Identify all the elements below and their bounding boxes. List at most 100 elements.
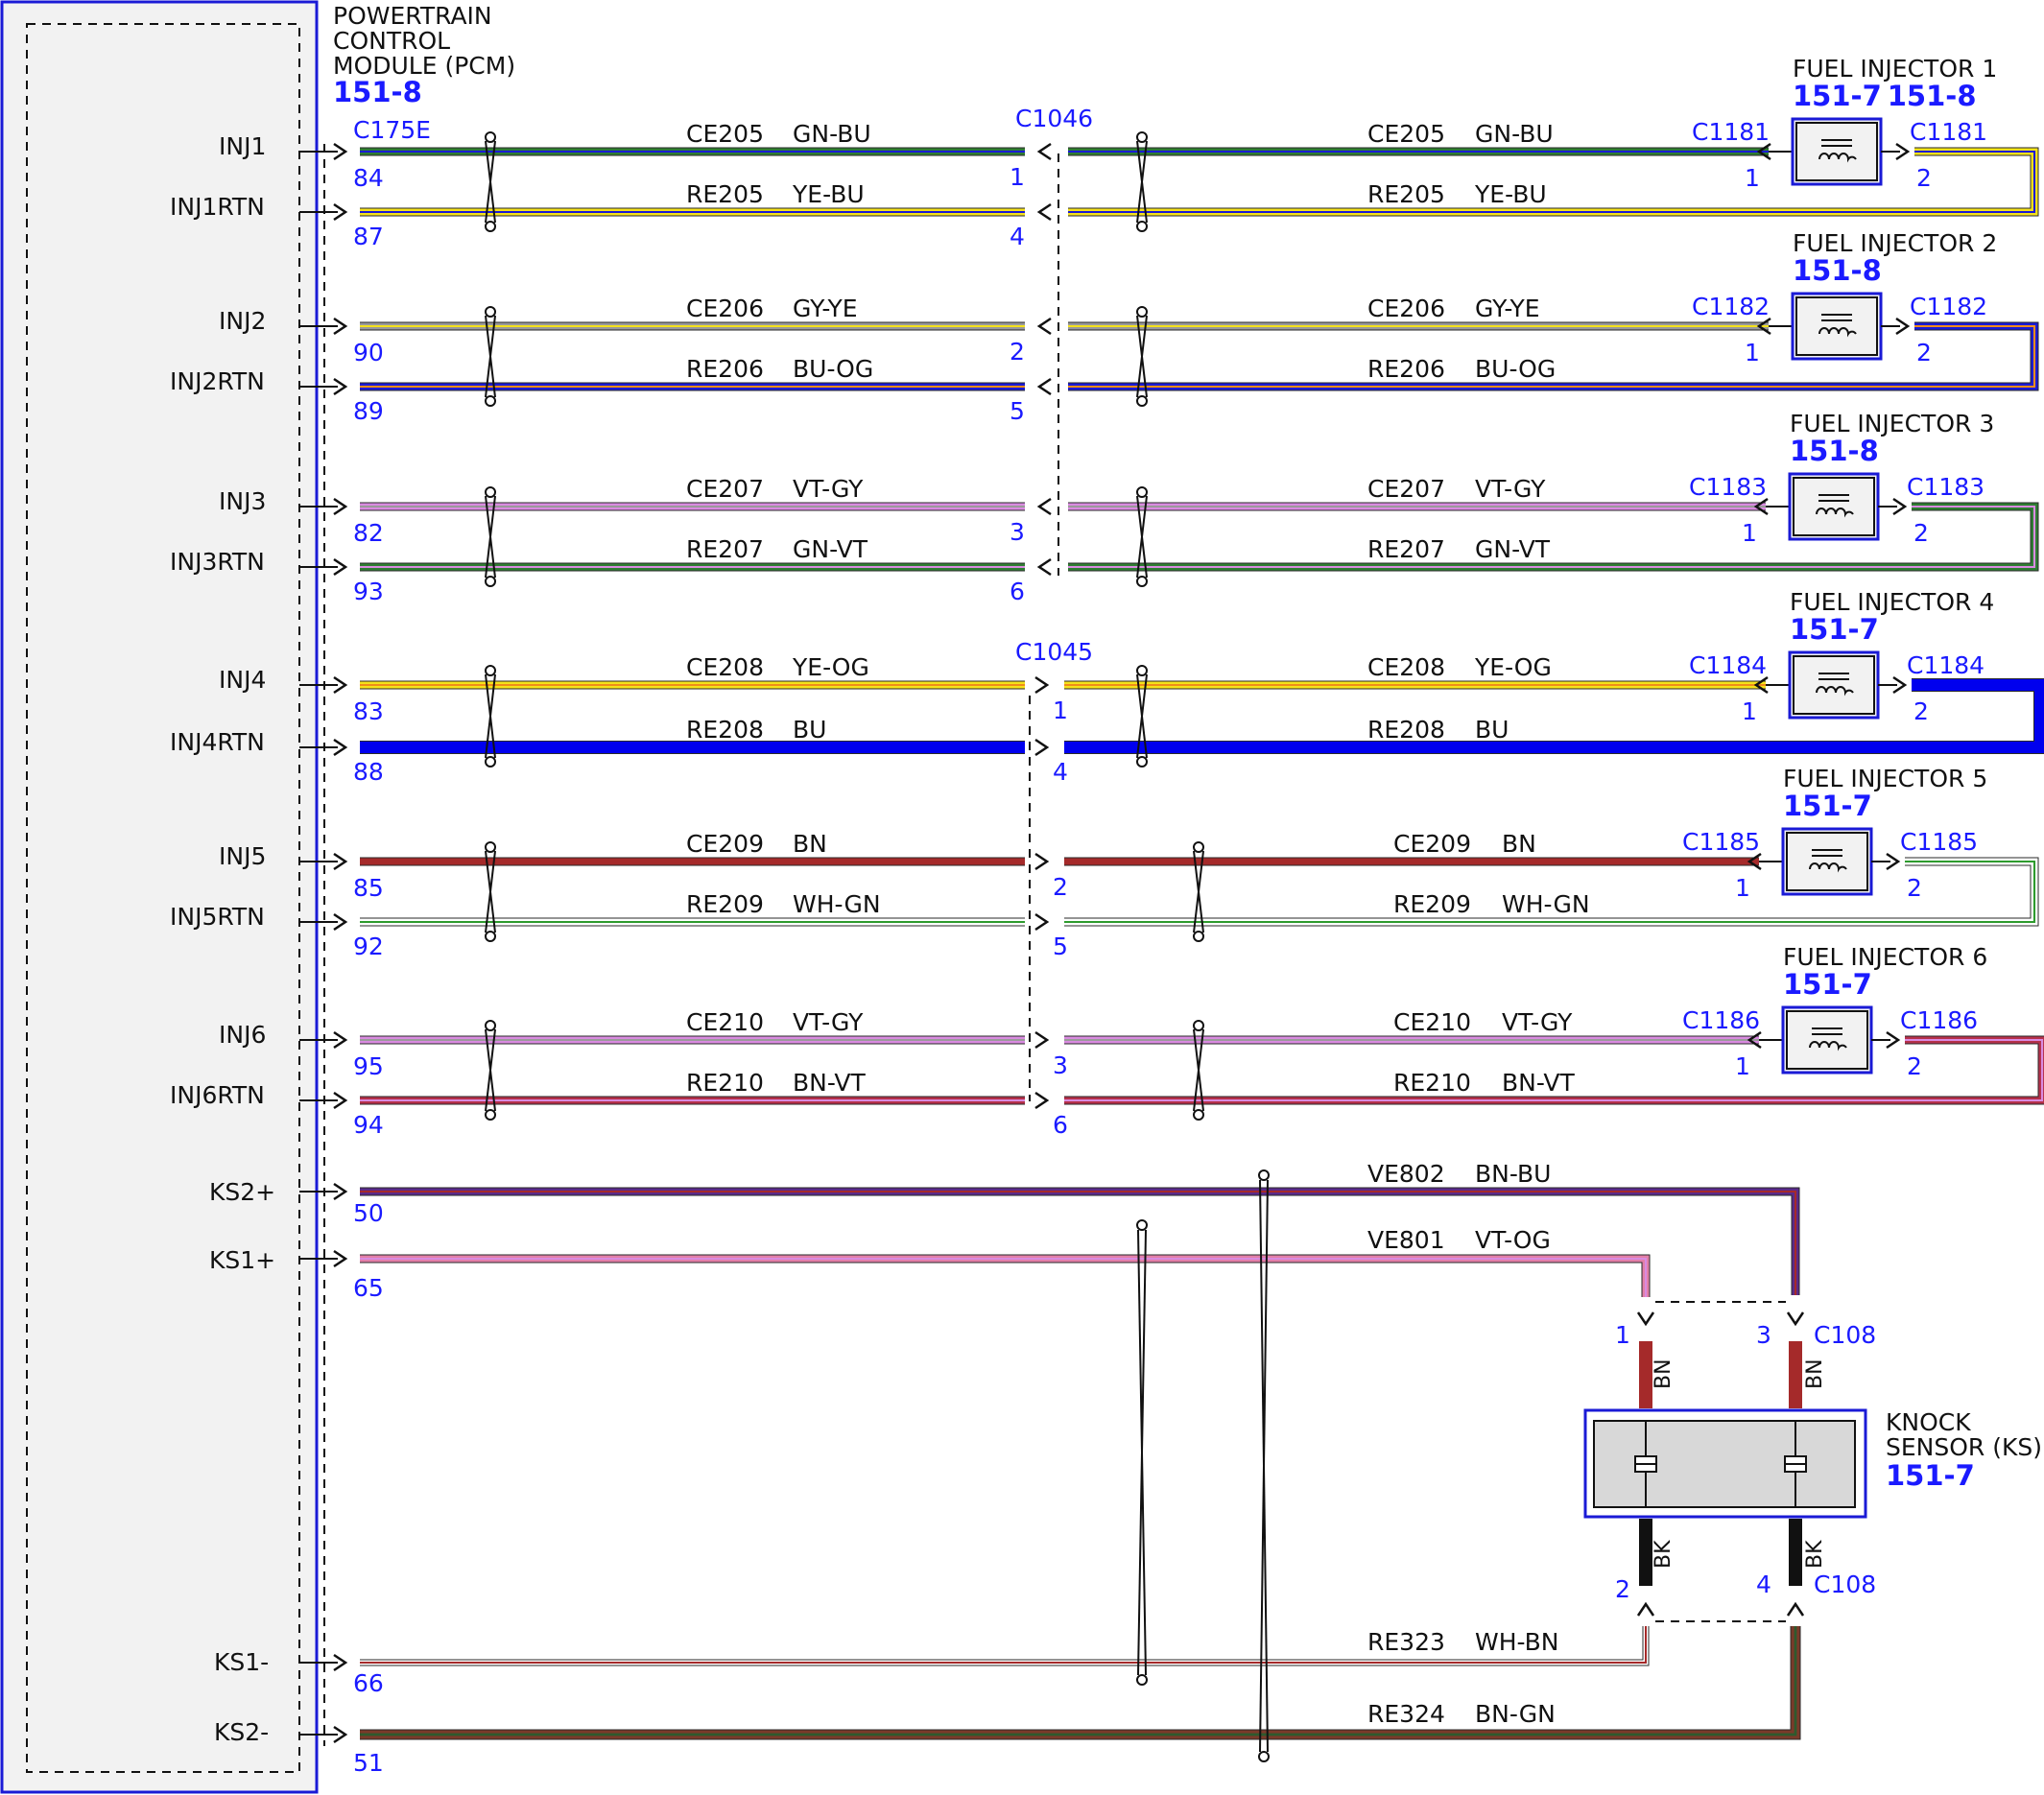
injector-5-symbol[interactable] [1781,827,1873,896]
lead-right-top-color: BN [1803,1358,1827,1389]
pcm-pin-arrow [333,1091,348,1110]
splice-arrow [1036,377,1052,396]
pcm-pin-a: 90 [353,339,384,366]
wire-re208-return [1064,678,2044,754]
injector-conn-right[interactable]: C1181 [1910,118,1987,146]
re-circuit-right: RE209 [1393,890,1471,918]
ce-circuit-left: CE207 [686,475,764,503]
splice-c1046-label[interactable]: C1046 [1015,105,1093,132]
injector-ref[interactable]: 151-8 [1793,254,1882,287]
injector-refs[interactable]: 151-8 [1790,435,1879,467]
injector-6-symbol[interactable] [1781,1005,1873,1075]
splice-c1045-label[interactable]: C1045 [1015,638,1093,666]
injector-conn-right[interactable]: C1184 [1907,651,1985,679]
injector-pin-1: 1 [1745,164,1760,192]
injector-refs[interactable]: 151-7 [1790,613,1879,646]
knock-sensor-title-2: SENSOR (KS) [1886,1433,2042,1461]
wire-re207-return [1068,502,2039,572]
injector-4-symbol[interactable] [1788,650,1880,720]
pcm-connector-label[interactable]: C175E [353,116,431,144]
injector-refs[interactable]: 151-8 [1793,254,1882,287]
wire-re324 [360,1626,1801,1740]
re-circuit-left: RE205 [686,180,764,208]
injector-ref[interactable]: 151-7 [1790,613,1879,646]
injector-conn-left[interactable]: C1186 [1682,1006,1760,1034]
re-color-left: BN-VT [793,1069,867,1097]
injector-refs[interactable]: 151-7 [1783,790,1872,822]
injector-conn-left[interactable]: C1183 [1689,473,1767,501]
ks1m-circuit: RE323 [1367,1628,1445,1656]
injector-refs[interactable]: 151-7 [1783,968,1872,1001]
injector-name: FUEL INJECTOR 2 [1793,229,1997,257]
pcm-pin-arrow [333,142,348,161]
re-color-right: BN-VT [1502,1069,1576,1097]
pcm-pin-arrow [333,377,348,396]
injector-conn-right[interactable]: C1185 [1900,828,1978,856]
ks1p-color: VT-OG [1475,1226,1551,1254]
injector-conn-left[interactable]: C1185 [1682,828,1760,856]
injector-ref[interactable]: 151-7 [1783,790,1872,822]
re-circuit-left: RE208 [686,716,764,744]
coil-icon [1816,686,1854,697]
splice-arrow [1034,675,1050,695]
injector-conn-right[interactable]: C1186 [1900,1006,1978,1034]
injector-ref[interactable]: 151-7 [1793,80,1882,112]
c108-pin-3: 3 [1756,1321,1771,1349]
injector-conn-right[interactable]: C1183 [1907,473,1985,501]
splice-arrow [1036,317,1052,336]
knock-sensor-ref[interactable]: 151-7 [1886,1459,1975,1492]
coil-icon [1818,327,1857,338]
twisted-pair-symbol [1258,1169,1270,1762]
lead-left-bottom-color: BK [1652,1540,1676,1569]
splice-pin-b: 4 [1010,223,1025,250]
ce-color-left: BN [793,830,827,858]
splice-pin-b: 5 [1010,397,1025,425]
twisted-pair-symbol [485,841,496,942]
injector-conn-left[interactable]: C1184 [1689,651,1767,679]
re-color-left: GN-VT [793,535,868,563]
injector-ref[interactable]: 151-8 [1888,80,1977,112]
ce-circuit-right: CE209 [1393,830,1471,858]
twisted-pair-symbol [1136,665,1148,768]
pcm-title-line-1: POWERTRAIN [333,2,492,30]
pcm-module: POWERTRAIN CONTROL MODULE (PCM) 151-8 C1… [0,0,515,1794]
injector-conn-left[interactable]: C1182 [1692,293,1770,320]
pcm-pin-a: 83 [353,697,384,725]
pcm-pin-arrow [333,1653,348,1672]
splice-arrow [1034,1030,1050,1050]
injector-3-symbol[interactable] [1788,472,1880,541]
injector-conn-right[interactable]: C1182 [1910,293,1987,320]
injector-pin1-arrow [1753,497,1769,516]
pcm-pin-arrow [333,317,348,336]
ks2m-circuit: RE324 [1367,1700,1445,1728]
c108-bottom-label[interactable]: C108 [1814,1571,1876,1598]
ce-circuit-left: CE205 [686,120,764,148]
pcm-title-line-2: CONTROL [333,27,450,55]
coil-icon [1818,153,1857,163]
twisted-pair-symbol [1136,131,1148,232]
splice-arrow [1036,142,1052,161]
knock-sensor-symbol[interactable] [1583,1408,1867,1519]
injector-ref[interactable]: 151-7 [1783,968,1872,1001]
splice-pin-a: 2 [1053,873,1068,901]
pcm-pin-arrow [333,1725,348,1744]
injector-ref[interactable]: 151-8 [1790,435,1879,467]
re-circuit-right: RE205 [1367,180,1445,208]
ce-circuit-left: CE208 [686,653,764,681]
injector-conn-left[interactable]: C1181 [1692,118,1770,146]
pcm-pin-b: 87 [353,223,384,250]
pcm-ref[interactable]: 151-8 [333,76,422,108]
re-circuit-right: RE206 [1367,355,1445,383]
injector-1-symbol[interactable] [1791,117,1883,186]
c108-top-label[interactable]: C108 [1814,1321,1876,1349]
twisted-pair-symbol [1136,306,1148,407]
rtn-label: INJ2RTN [170,367,265,395]
knock-sensor-section: KS2+ KS1+ KS1- KS2- 50 65 66 51 VE802 BN… [209,1160,2042,1777]
wire-ve801 [360,1254,1651,1297]
ks2m-color: BN-GN [1475,1700,1556,1728]
injector-2-symbol[interactable] [1791,292,1883,361]
